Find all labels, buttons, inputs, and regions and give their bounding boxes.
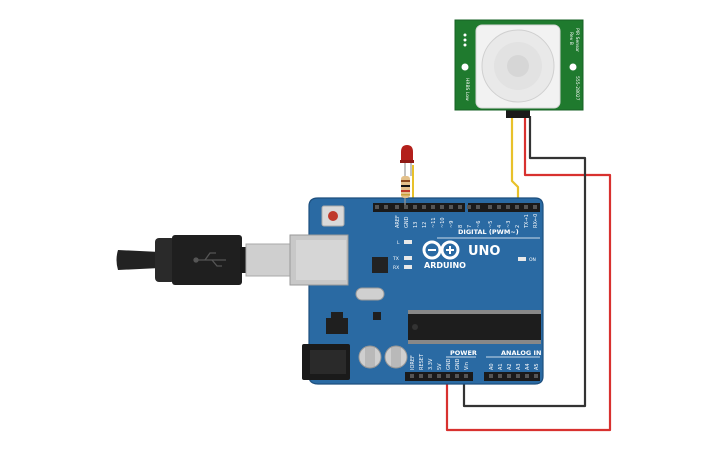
digital-pin-hole[interactable]	[384, 205, 388, 209]
power-pin-label: GND	[446, 358, 452, 370]
digital-pin-label: ~9	[449, 221, 455, 228]
power-pin-label: 5V	[437, 363, 443, 370]
power-pin-hole[interactable]	[410, 374, 414, 378]
digital-pin-hole[interactable]	[458, 205, 462, 209]
analog-pin-label: A5	[534, 363, 540, 370]
digital-pin-label: 7	[467, 225, 473, 228]
digital-pin-hole[interactable]	[404, 205, 408, 209]
crystal-oscillator	[355, 287, 385, 301]
power-pin-label: IOREF	[410, 355, 416, 370]
digital-pin-hole[interactable]	[395, 205, 399, 209]
digital-pin-hole[interactable]	[440, 205, 444, 209]
led-l-label: L	[397, 240, 400, 246]
voltage-regulator	[326, 318, 348, 334]
digital-pin-hole[interactable]	[476, 205, 480, 209]
analog-pin-hole[interactable]	[489, 374, 493, 378]
resistor	[401, 176, 410, 198]
digital-pin-label: 2	[515, 225, 521, 228]
power-pin-hole[interactable]	[455, 374, 459, 378]
power-pin-label: RESET	[419, 353, 425, 370]
digital-pin-label: 13	[413, 222, 419, 228]
digital-pin-label: RX←0	[533, 214, 539, 228]
digital-pin-label: GND	[404, 216, 410, 228]
onboard-leds: L TX RX ON	[392, 240, 536, 271]
power-pin-hole[interactable]	[419, 374, 423, 378]
power-pin-label: 3.3V	[428, 358, 434, 370]
pir-right-text-b: Rev B	[568, 32, 574, 45]
digital-pin-label: 12	[422, 222, 428, 228]
digital-pin-label: ~11	[431, 217, 437, 228]
analog-pin-hole[interactable]	[498, 374, 502, 378]
digital-pin-label: 4	[497, 225, 503, 228]
led-tx-label: TX	[392, 256, 399, 262]
pir-left-text: HRBS Low	[464, 78, 470, 101]
analog-pin-label: A0	[489, 363, 495, 370]
brand-label: ARDUINO	[424, 261, 466, 270]
digital-pin-hole[interactable]	[449, 205, 453, 209]
analog-pin-label: A3	[516, 363, 522, 370]
analog-pin-hole[interactable]	[534, 374, 538, 378]
digital-pin-label: ~3	[506, 221, 512, 228]
digital-pin-label: TX→1	[524, 214, 530, 229]
digital-pin-hole[interactable]	[497, 205, 501, 209]
usb-chip	[372, 257, 388, 273]
power-pin-hole[interactable]	[437, 374, 441, 378]
wire-black-gnd	[462, 116, 587, 408]
capacitor-1	[358, 345, 382, 369]
analog-pin-hole[interactable]	[507, 374, 511, 378]
pir-right-text-c: 555-28027	[574, 76, 580, 101]
digital-pin-hole[interactable]	[515, 205, 519, 209]
pir-sensor: HRBS Low PIR Sensor Rev B 555-28027	[454, 19, 584, 118]
analog-header-label: ANALOG IN	[501, 349, 541, 357]
digital-header-label: DIGITAL (PWM~)	[458, 228, 519, 236]
digital-pin-label: ~5	[488, 221, 494, 228]
power-pin-label: Vin	[464, 362, 470, 370]
digital-pin-label: AREF	[395, 215, 401, 228]
digital-pin-label: ~6	[476, 221, 482, 228]
usb-cable	[116, 235, 291, 285]
atmega-microcontroller	[408, 310, 541, 344]
model-label: UNO	[468, 244, 501, 259]
analog-pin-label: A1	[498, 363, 504, 370]
analog-pin-label: A4	[525, 363, 531, 370]
analog-pin-hole[interactable]	[516, 374, 520, 378]
power-pin-hole[interactable]	[446, 374, 450, 378]
digital-pin-label: 8	[458, 225, 464, 228]
usb-icon	[193, 252, 226, 267]
capacitor-2	[384, 345, 408, 369]
power-pin-hole[interactable]	[464, 374, 468, 378]
led-on-label: ON	[529, 257, 536, 263]
digital-pin-label: ~10	[440, 217, 446, 228]
wire-red-5v	[445, 116, 612, 432]
digital-pin-hole[interactable]	[375, 205, 379, 209]
digital-pin-hole[interactable]	[431, 205, 435, 209]
arduino-logo: ARDUINO UNO	[422, 240, 501, 270]
analog-pin-label: A2	[507, 363, 513, 370]
led-rx-label: RX	[393, 265, 399, 271]
digital-pin-hole[interactable]	[467, 205, 471, 209]
digital-pin-hole[interactable]	[488, 205, 492, 209]
digital-pin-hole[interactable]	[533, 205, 537, 209]
power-pin-label: GND	[455, 358, 461, 370]
pir-right-text-a: PIR Sensor	[574, 28, 580, 52]
digital-pin-hole[interactable]	[422, 205, 426, 209]
wire-yellow-signal	[510, 116, 520, 205]
digital-pin-hole[interactable]	[524, 205, 528, 209]
reset-button[interactable]	[321, 205, 345, 227]
analog-pin-hole[interactable]	[525, 374, 529, 378]
power-header-label: POWER	[450, 349, 477, 357]
digital-pin-hole[interactable]	[413, 205, 417, 209]
power-pin-hole[interactable]	[428, 374, 432, 378]
digital-pin-hole[interactable]	[506, 205, 510, 209]
